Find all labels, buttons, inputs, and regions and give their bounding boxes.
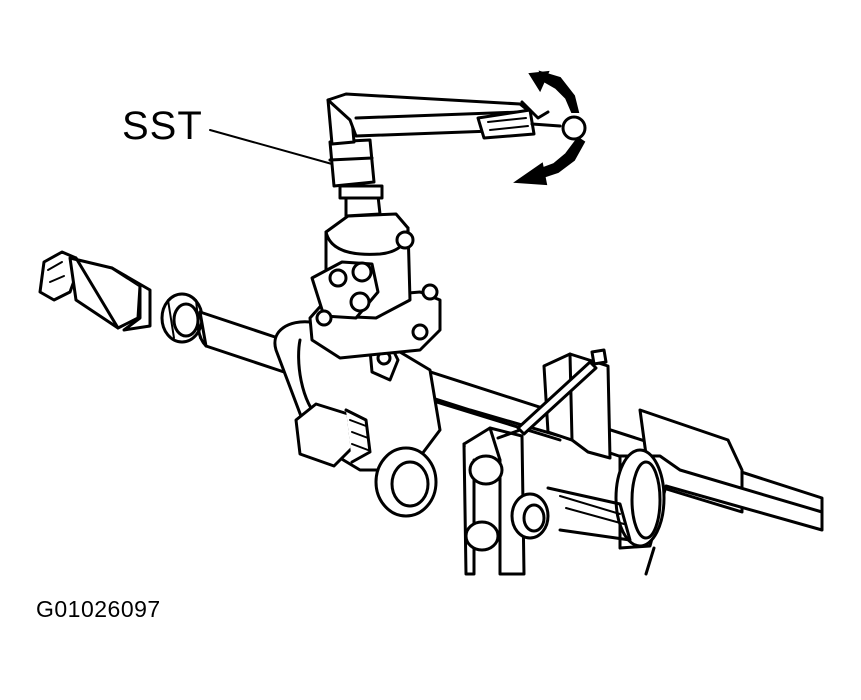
sst-callout-label: SST [122, 104, 203, 148]
figure-code: G01026097 [36, 596, 161, 622]
pinion-shaft [338, 184, 384, 218]
valve-body [308, 212, 442, 360]
boot-ring [160, 292, 204, 344]
sst-tool [326, 92, 587, 188]
tie-rod-left [38, 250, 152, 332]
rack-tube-left [196, 310, 286, 374]
gear-housing [273, 320, 442, 518]
sst-leader-line [209, 129, 333, 165]
mounting-bracket [462, 348, 632, 576]
rotation-arrows [513, 70, 586, 186]
